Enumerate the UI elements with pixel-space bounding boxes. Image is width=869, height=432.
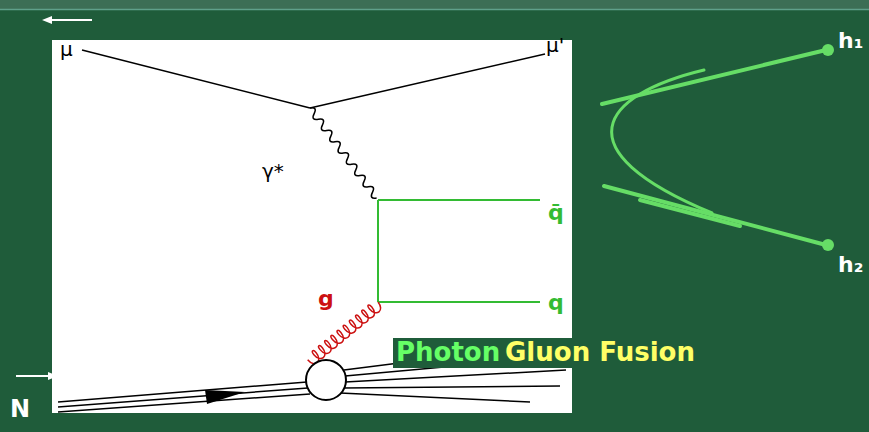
title-word: Gluon Fusion bbox=[502, 338, 698, 368]
beam-arrow-top bbox=[42, 16, 92, 24]
photon-wave bbox=[307, 106, 379, 200]
fragmentation-sketch bbox=[602, 50, 826, 245]
particle-label: q bbox=[548, 290, 564, 315]
nucleon-blob bbox=[306, 360, 346, 400]
particle-label: μ' bbox=[546, 34, 564, 57]
particle-label: γ* bbox=[262, 160, 284, 183]
particle-label: q̄ bbox=[548, 200, 564, 225]
hadron-label: h₁ bbox=[838, 28, 863, 53]
diagram-panel bbox=[52, 40, 572, 413]
beam-arrow-left bbox=[16, 372, 58, 380]
hadron-dot bbox=[822, 239, 834, 251]
title-word: Photon bbox=[393, 338, 503, 368]
particle-label: μ bbox=[60, 38, 73, 61]
particle-label: g bbox=[318, 286, 334, 311]
gluon-coil bbox=[305, 299, 383, 366]
quark-lines bbox=[378, 200, 540, 302]
top-strip bbox=[0, 0, 869, 9]
hadron-dot bbox=[822, 44, 834, 56]
muon-lines bbox=[82, 50, 545, 108]
top-rule bbox=[0, 9, 869, 11]
hadron-label: h₂ bbox=[838, 252, 863, 277]
beam-label: N bbox=[10, 396, 30, 424]
nucleon-arrowhead bbox=[205, 390, 245, 404]
